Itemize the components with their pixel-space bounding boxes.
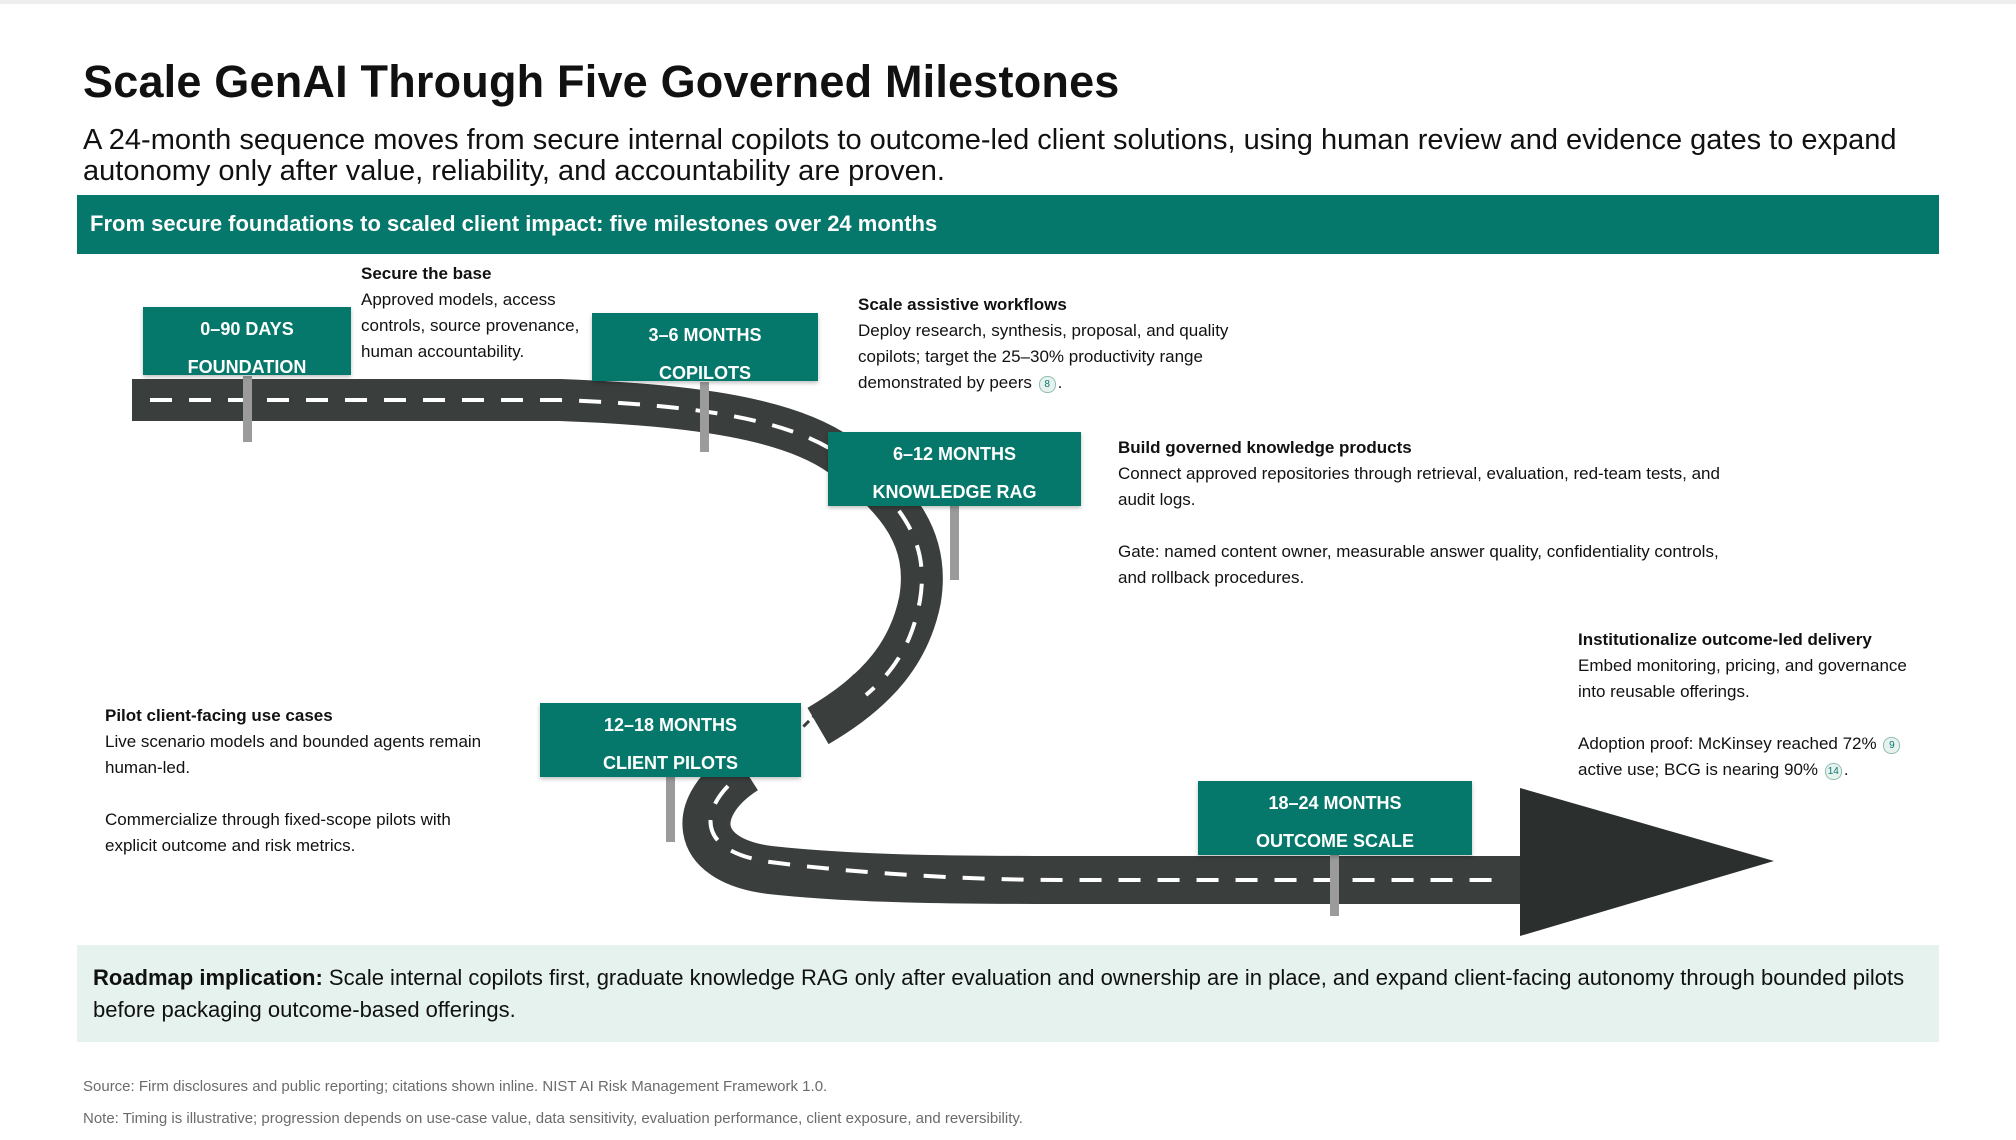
- timing-note: Note: Timing is illustrative; progressio…: [83, 1110, 1023, 1127]
- milestone-name: FOUNDATION: [187, 357, 307, 377]
- milestone-text-line: into reusable offerings.: [1578, 682, 1750, 701]
- road-upper: [132, 379, 943, 745]
- milestone-tag-copilots: 3–6 MONTHS COPILOTS: [592, 313, 818, 383]
- milestone-name: KNOWLEDGE RAG: [872, 482, 1037, 502]
- milestone-text-line: human accountability.: [361, 342, 525, 361]
- top-rule: [0, 0, 2016, 4]
- milestone-heading: Institutionalize outcome-led delivery: [1578, 630, 1872, 649]
- milestone-proof-text: active use; BCG is nearing 90%: [1578, 760, 1819, 779]
- milestone-desc-knowledge-rag: Build governed knowledge products Connec…: [1118, 435, 1778, 591]
- milestone-text-tail: demonstrated by peers: [858, 373, 1032, 392]
- milestone-tag-client-pilots: 12–18 MONTHS CLIENT PILOTS: [540, 703, 801, 777]
- milestone-extra-line: Commercialize through fixed-scope pilots…: [105, 810, 451, 829]
- milestone-text-line: demonstrated by peers 8.: [858, 373, 1063, 393]
- milestone-period: 18–24 MONTHS: [1268, 793, 1402, 813]
- milestone-text-line: controls, source provenance,: [361, 316, 580, 335]
- milestone-heading: Build governed knowledge products: [1118, 438, 1412, 457]
- roadmap-implication-body: Scale internal copilots first, graduate …: [93, 965, 1905, 1022]
- milestone-period: 6–12 MONTHS: [892, 444, 1017, 464]
- milestone-post-2: [700, 382, 709, 452]
- roadmap-arrowhead: [1520, 788, 1774, 936]
- milestone-proof-text: Adoption proof: McKinsey reached 72%: [1578, 734, 1877, 753]
- roadmap-implication-label: Roadmap implication:: [93, 965, 323, 990]
- milestone-post-1: [243, 376, 252, 442]
- milestone-post-5: [1330, 854, 1339, 916]
- milestone-gate-line: Gate: named content owner, measurable an…: [1118, 542, 1719, 561]
- milestone-text-line: Embed monitoring, pricing, and governanc…: [1578, 656, 1907, 675]
- milestone-tag-knowledge-rag: 6–12 MONTHS KNOWLEDGE RAG: [828, 432, 1081, 506]
- milestone-desc-foundation: Secure the base Approved models, access …: [361, 261, 601, 365]
- milestone-period: 12–18 MONTHS: [603, 715, 738, 735]
- citation-badge[interactable]: 14: [1824, 763, 1842, 780]
- roadmap-implication-box: Roadmap implication: Scale internal copi…: [77, 945, 1939, 1042]
- milestone-heading: Scale assistive workflows: [858, 295, 1067, 314]
- roadmap-implication-text: Roadmap implication: Scale internal copi…: [93, 962, 1923, 1026]
- milestone-text-line: copilots; target the 25–30% productivity…: [858, 347, 1203, 366]
- milestone-heading: Secure the base: [361, 264, 492, 283]
- milestone-post-3: [950, 506, 959, 580]
- milestone-post-4: [666, 776, 675, 842]
- milestone-proof-line: Adoption proof: McKinsey reached 72% 9: [1578, 731, 1978, 757]
- road-connector: [788, 673, 857, 742]
- citation-badge[interactable]: 9: [1883, 737, 1901, 754]
- milestone-text-line: Connect approved repositories through re…: [1118, 464, 1720, 483]
- milestone-tag-foundation: 0–90 DAYS FOUNDATION: [143, 307, 351, 377]
- page-subtitle: A 24-month sequence moves from secure in…: [83, 124, 1897, 187]
- milestone-gate-line: and rollback procedures.: [1118, 568, 1305, 587]
- milestone-period: 0–90 DAYS: [200, 319, 294, 339]
- page-title: Scale GenAI Through Five Governed Milest…: [83, 56, 1120, 107]
- milestone-desc-outcome-scale: Institutionalize outcome-led delivery Em…: [1578, 627, 1978, 783]
- milestone-name: CLIENT PILOTS: [603, 753, 738, 773]
- section-banner-text: From secure foundations to scaled client…: [90, 211, 938, 236]
- section-banner: From secure foundations to scaled client…: [77, 195, 1939, 254]
- milestone-name: OUTCOME SCALE: [1255, 831, 1414, 851]
- milestone-text-line: Approved models, access: [361, 290, 556, 309]
- road-lower: [682, 749, 1525, 904]
- milestone-extra-line: explicit outcome and risk metrics.: [105, 836, 356, 855]
- milestone-name: COPILOTS: [658, 363, 751, 383]
- road-lower-centerline: [708, 784, 1505, 882]
- citation-badge[interactable]: 8: [1038, 376, 1056, 393]
- milestone-heading: Pilot client-facing use cases: [105, 706, 333, 725]
- milestone-desc-client-pilots: Pilot client-facing use cases Live scena…: [105, 703, 525, 859]
- milestone-text-line: Live scenario models and bounded agents …: [105, 732, 482, 751]
- milestone-period: 3–6 MONTHS: [648, 325, 762, 345]
- milestone-text-line: Deploy research, synthesis, proposal, an…: [858, 321, 1229, 340]
- milestone-proof-line: active use; BCG is nearing 90% 14.: [1578, 760, 1849, 780]
- milestone-tag-outcome-scale: 18–24 MONTHS OUTCOME SCALE: [1198, 781, 1472, 855]
- source-note: Source: Firm disclosures and public repo…: [83, 1078, 828, 1095]
- milestone-desc-copilots: Scale assistive workflows Deploy researc…: [858, 292, 1278, 396]
- milestone-text-line: audit logs.: [1118, 490, 1196, 509]
- milestone-text-line: human-led.: [105, 758, 191, 777]
